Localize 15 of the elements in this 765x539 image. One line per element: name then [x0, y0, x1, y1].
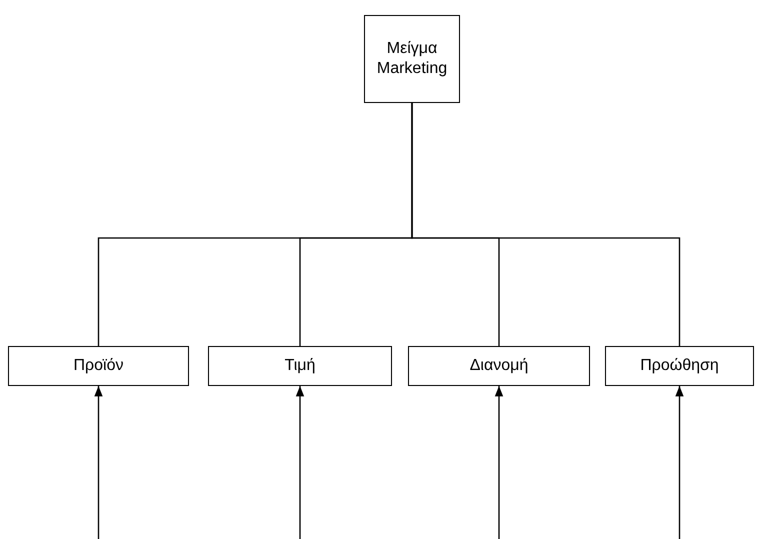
- arrow: [675, 386, 684, 539]
- box-label: Τιμή: [284, 356, 316, 376]
- process-box: [8, 346, 189, 386]
- arrow: [94, 386, 103, 539]
- process-box: [408, 346, 590, 386]
- process-box: [605, 346, 754, 386]
- box-label: Διανομή: [470, 356, 528, 376]
- box-label: Προϊόν: [73, 356, 124, 376]
- box-label: Προώθηση: [640, 356, 719, 376]
- arrow: [494, 386, 504, 539]
- box-label: Μείγμα Marketing: [376, 39, 448, 79]
- arrow: [296, 386, 304, 539]
- process-box: [364, 15, 460, 103]
- process-box: [208, 346, 392, 386]
- connector-line: [411, 103, 680, 346]
